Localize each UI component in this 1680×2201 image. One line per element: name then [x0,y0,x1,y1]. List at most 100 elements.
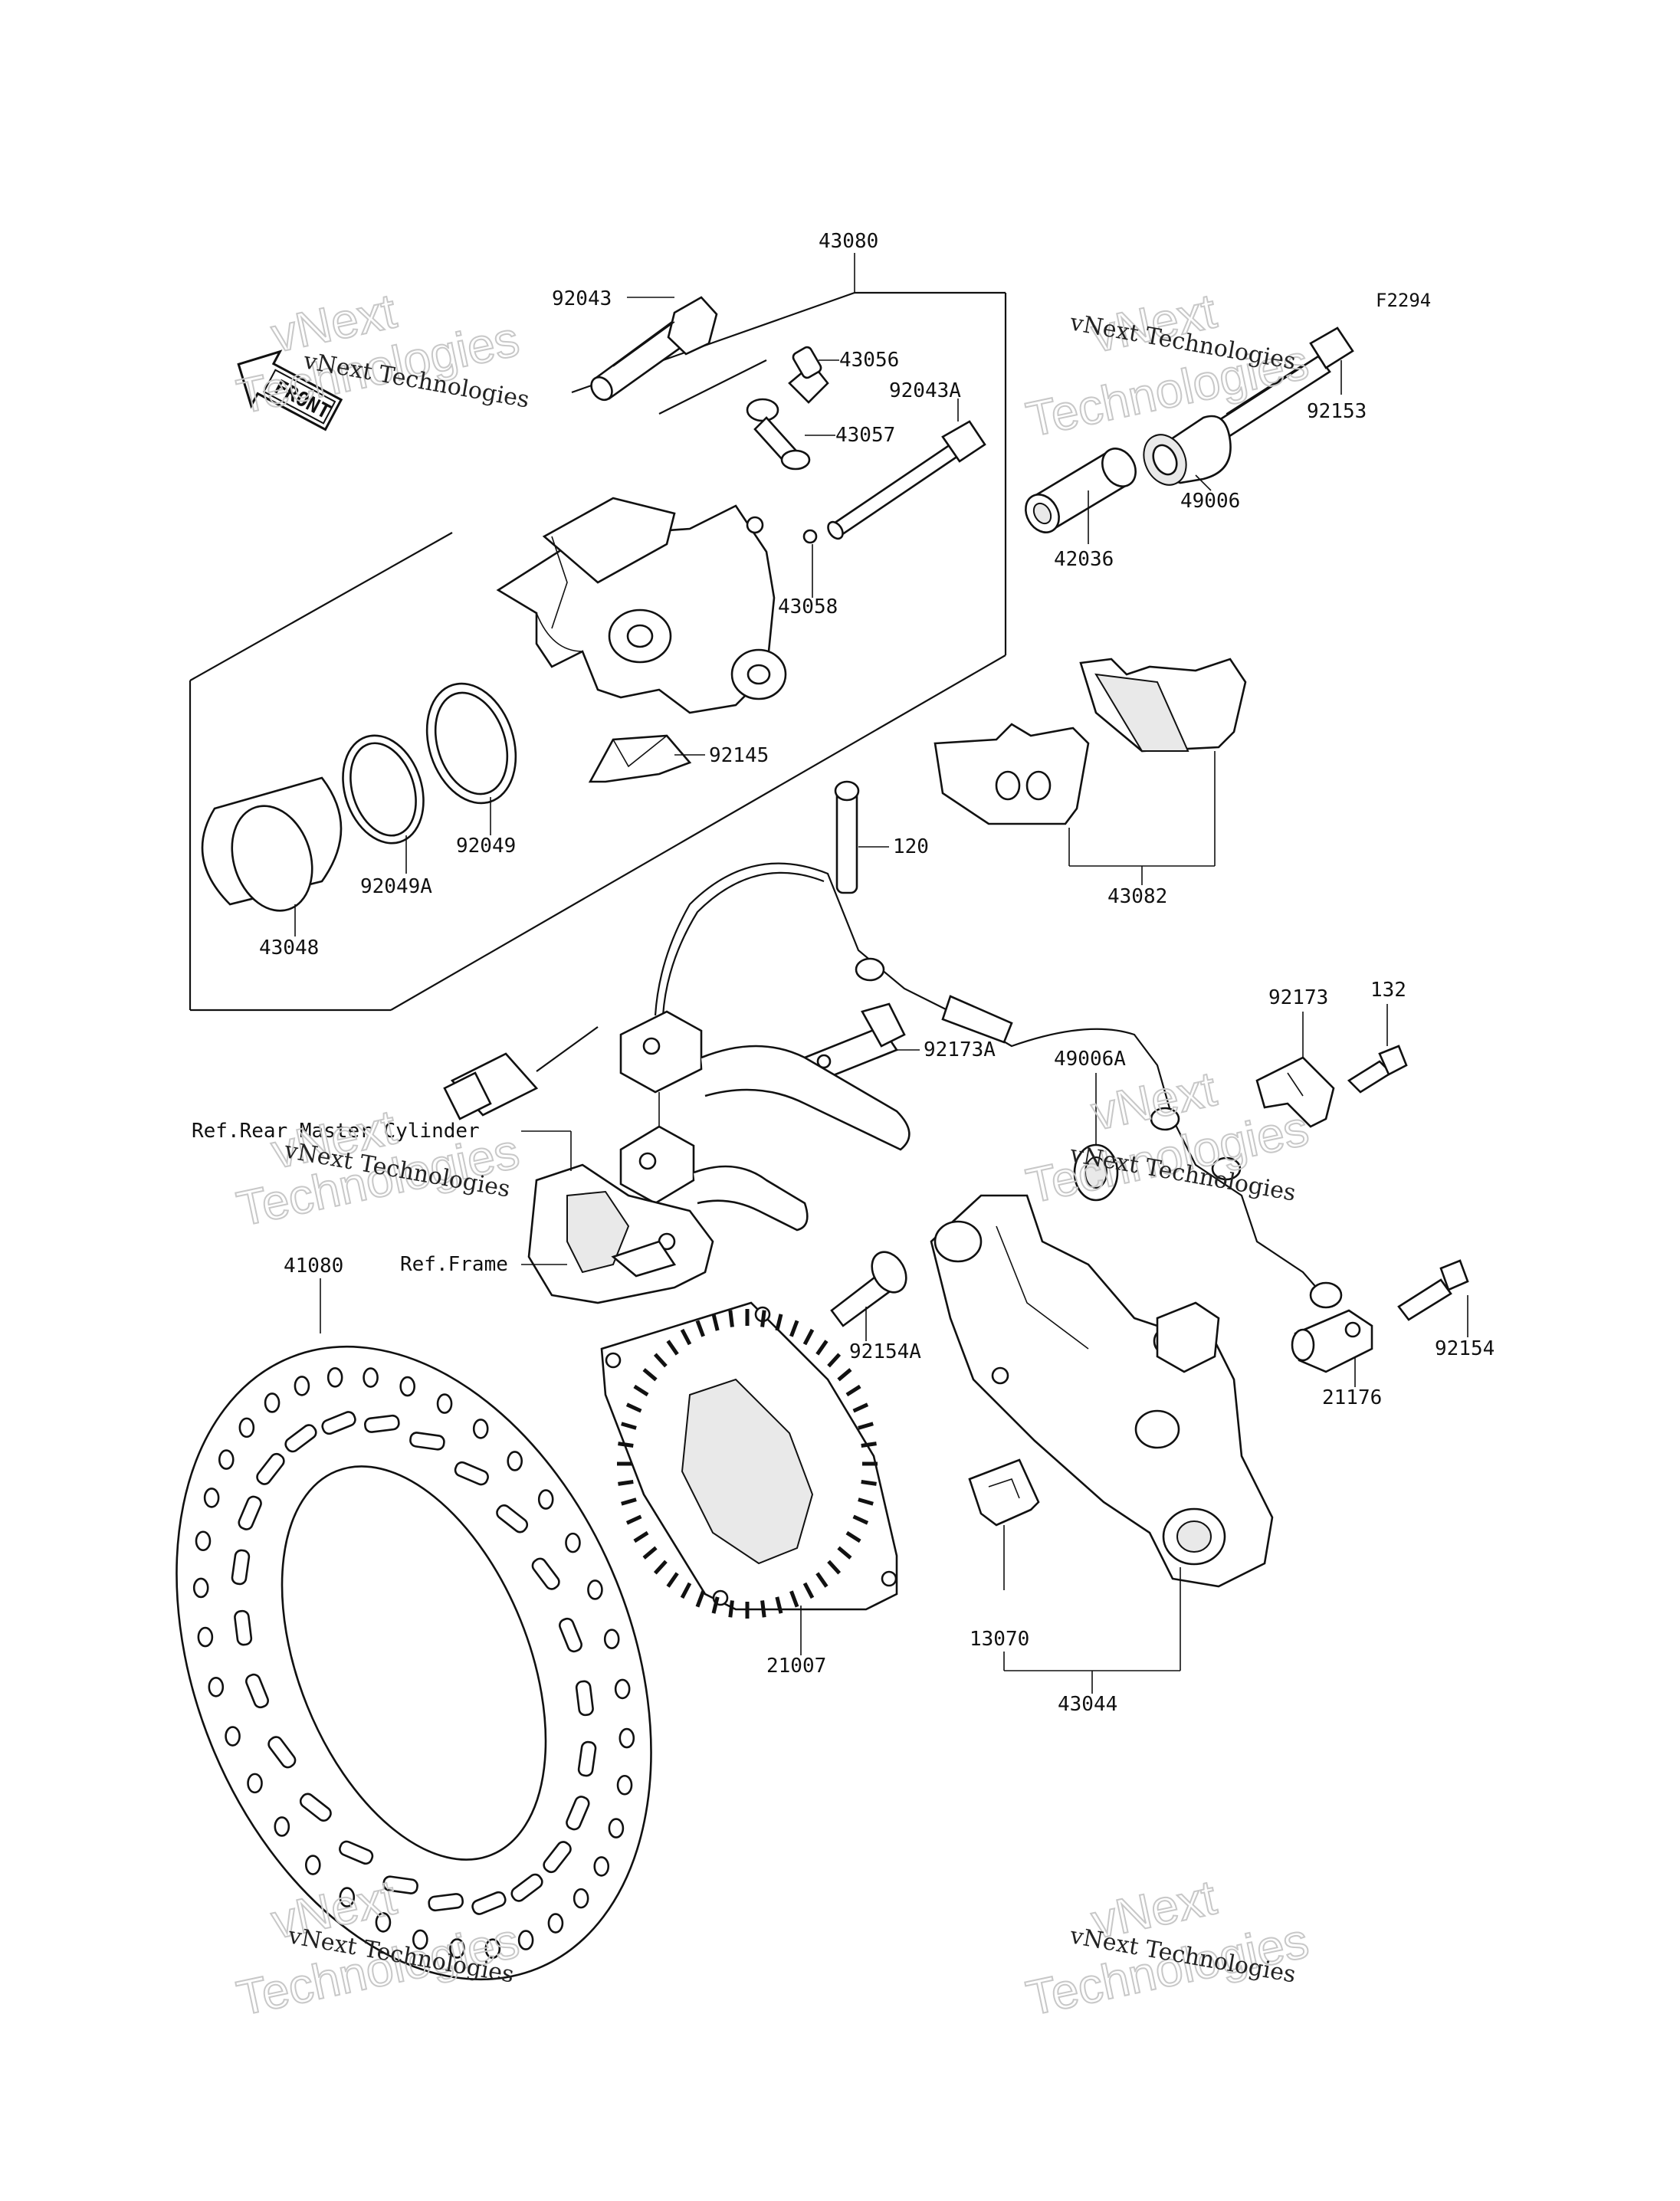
abs-rotor-tooth [680,1582,692,1599]
abs-rotor-tooth [666,1340,679,1356]
abs-rotor-tooth [827,1560,842,1575]
abs-rotor-tooth [760,1600,766,1618]
label-43044: 43044 [1058,1693,1117,1716]
connector-icon [443,1026,599,1120]
disc-hole [472,1419,489,1439]
label-43057: 43057 [835,424,895,447]
ref-rear-master-cylinder: Ref.Rear Master Cylinder [192,1120,480,1143]
abs-rotor-tooth [852,1514,869,1525]
label-92173a: 92173A [924,1038,996,1061]
disc-hole [264,1392,281,1413]
label-92043a: 92043A [889,379,961,402]
abs-rotor-tooth [775,1596,783,1614]
disc-slot [364,1414,400,1433]
disc-slot [496,1504,529,1533]
abs-rotor-tooth [802,1328,815,1346]
pad-clip-13070-icon [968,1458,1040,1527]
disc-hole [484,1938,501,1959]
abs-rotor-tooth [633,1384,649,1397]
disc-hole [603,1629,620,1650]
disc-hole [619,1727,635,1749]
label-92153: 92153 [1307,400,1367,423]
disc-slot [238,1495,262,1530]
caliper-bracket-43044-icon [930,1194,1274,1588]
abs-rotor-tooth [852,1402,869,1413]
disc-hole [192,1577,209,1599]
clamp-92173-icon [1255,1056,1335,1128]
disc-hole [203,1488,220,1508]
disc-hole [616,1774,633,1796]
frame-bracket-icon [527,1163,714,1304]
label-49006: 49006 [1180,490,1240,513]
label-92173: 92173 [1268,986,1328,1009]
disc-slot [231,1549,251,1586]
brake-disc-41080-icon [176,1345,652,1981]
bolt-92153-icon [1209,326,1354,442]
abs-rotor-tooth [775,1314,783,1331]
disc-slot [577,1740,597,1777]
abs-rotor-tooth [621,1497,637,1506]
abs-rotor-tooth [861,1442,877,1448]
label-43048: 43048 [259,936,319,959]
abs-rotor-tooth [760,1310,766,1327]
bolt-92154-icon [1397,1259,1469,1321]
disc-slot [428,1893,464,1912]
disc-hole [436,1393,453,1414]
clamp-92173a-icon [803,1002,906,1082]
disc-hole [225,1726,241,1747]
label-43080: 43080 [819,230,878,253]
abs-rotor-tooth [845,1384,861,1397]
disc-hole [547,1913,564,1934]
label-49006a: 49006A [1054,1048,1126,1071]
pin-92043a-icon [827,420,986,540]
abs-rotor-tooth [815,1572,829,1588]
disc-hole [304,1855,321,1875]
disc-hole [208,1676,225,1697]
bolt-92154a-icon [830,1251,907,1327]
disc-hole [573,1888,589,1909]
abs-rotor-tooth [711,1314,720,1331]
watermark-top-right: vNext Technologies vNext Technologies [1021,282,1314,448]
disc-slot [454,1461,489,1486]
disc-slot [245,1673,269,1709]
abs-rotor-tooth [695,1590,705,1608]
label-92043: 92043 [552,287,612,310]
disc-hole [537,1489,554,1510]
disc-hole [587,1579,603,1600]
rear-master-cylinder-icon [619,1010,911,1232]
disc-slot [531,1557,560,1590]
abs-rotor-tooth [789,1590,799,1608]
disc-slot [575,1680,594,1717]
sensor-wire-icon [654,862,1343,1309]
disc-hole [238,1417,255,1438]
abs-rotor-tooth [621,1422,637,1430]
abs-rotor-tooth [827,1353,842,1368]
label-43058: 43058 [778,595,838,618]
diagram-code: F2294 [1376,290,1431,311]
watermark-bottom-right: vNext Technologies vNext Technologies [1021,1868,1314,2026]
disc-hole [517,1930,534,1950]
abs-rotor-tooth [837,1546,852,1560]
piston-43048-icon [201,776,343,912]
abs-rotor-tooth [618,1442,634,1448]
abs-rotor-tooth [815,1340,829,1356]
ref-frame: Ref.Frame [400,1253,508,1276]
brake-pads-43082-icon [934,658,1247,825]
abs-rotor-tooth [653,1353,668,1368]
disc-slot [543,1841,572,1874]
disc-slot [234,1609,253,1646]
abs-rotor-tooth [680,1328,692,1346]
disc-slot [566,1796,590,1831]
disc-slot [510,1873,543,1902]
disc-hole [412,1929,428,1950]
disc-slot [267,1736,297,1769]
caliper-body-icon [496,497,787,714]
disc-hole [274,1816,290,1837]
abs-rotor-tooth [845,1530,861,1543]
abs-rotor-tooth [653,1560,668,1575]
disc-hole [399,1376,415,1397]
label-120: 120 [893,835,929,858]
abs-rotor-21007-icon [600,1301,898,1619]
pad-spring-92145-icon [588,734,692,783]
